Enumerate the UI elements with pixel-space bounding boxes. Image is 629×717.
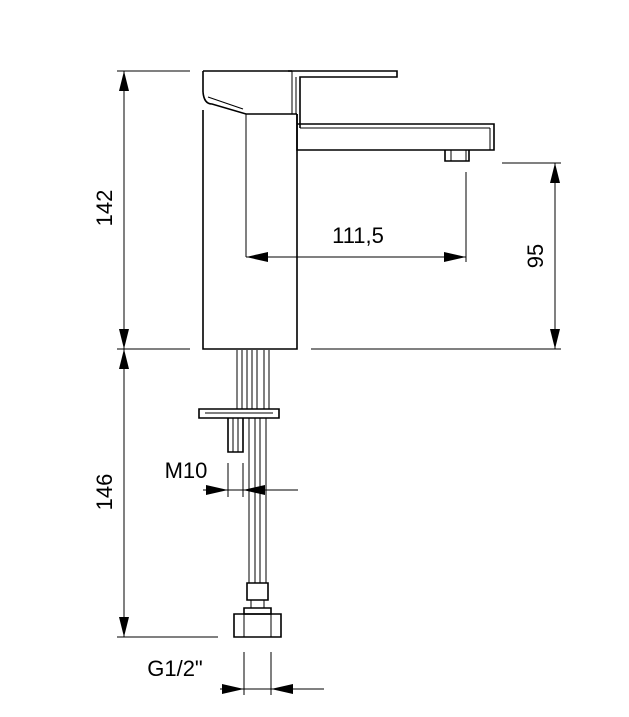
spout-reach-label: 111,5 xyxy=(332,223,384,248)
dimension-spout-reach: 111,5 xyxy=(246,172,467,262)
dimension-stud-thread: M10 xyxy=(165,458,298,497)
dimension-spout-height: 95 xyxy=(311,162,561,350)
total-height-label: 142 xyxy=(92,190,117,227)
stud-thread-label: M10 xyxy=(165,458,208,483)
dimension-hose-length: 146 xyxy=(92,349,218,638)
dimension-total-height: 142 xyxy=(92,70,190,350)
spout xyxy=(296,114,495,162)
faucet-body xyxy=(202,70,298,350)
dimension-hose-thread: G1/2" xyxy=(147,652,324,695)
hose-thread-label: G1/2" xyxy=(147,656,203,681)
mounting-assembly xyxy=(198,350,282,638)
hose-length-label: 146 xyxy=(92,474,117,511)
spout-height-label: 95 xyxy=(523,244,548,268)
lever-handle xyxy=(288,70,398,128)
